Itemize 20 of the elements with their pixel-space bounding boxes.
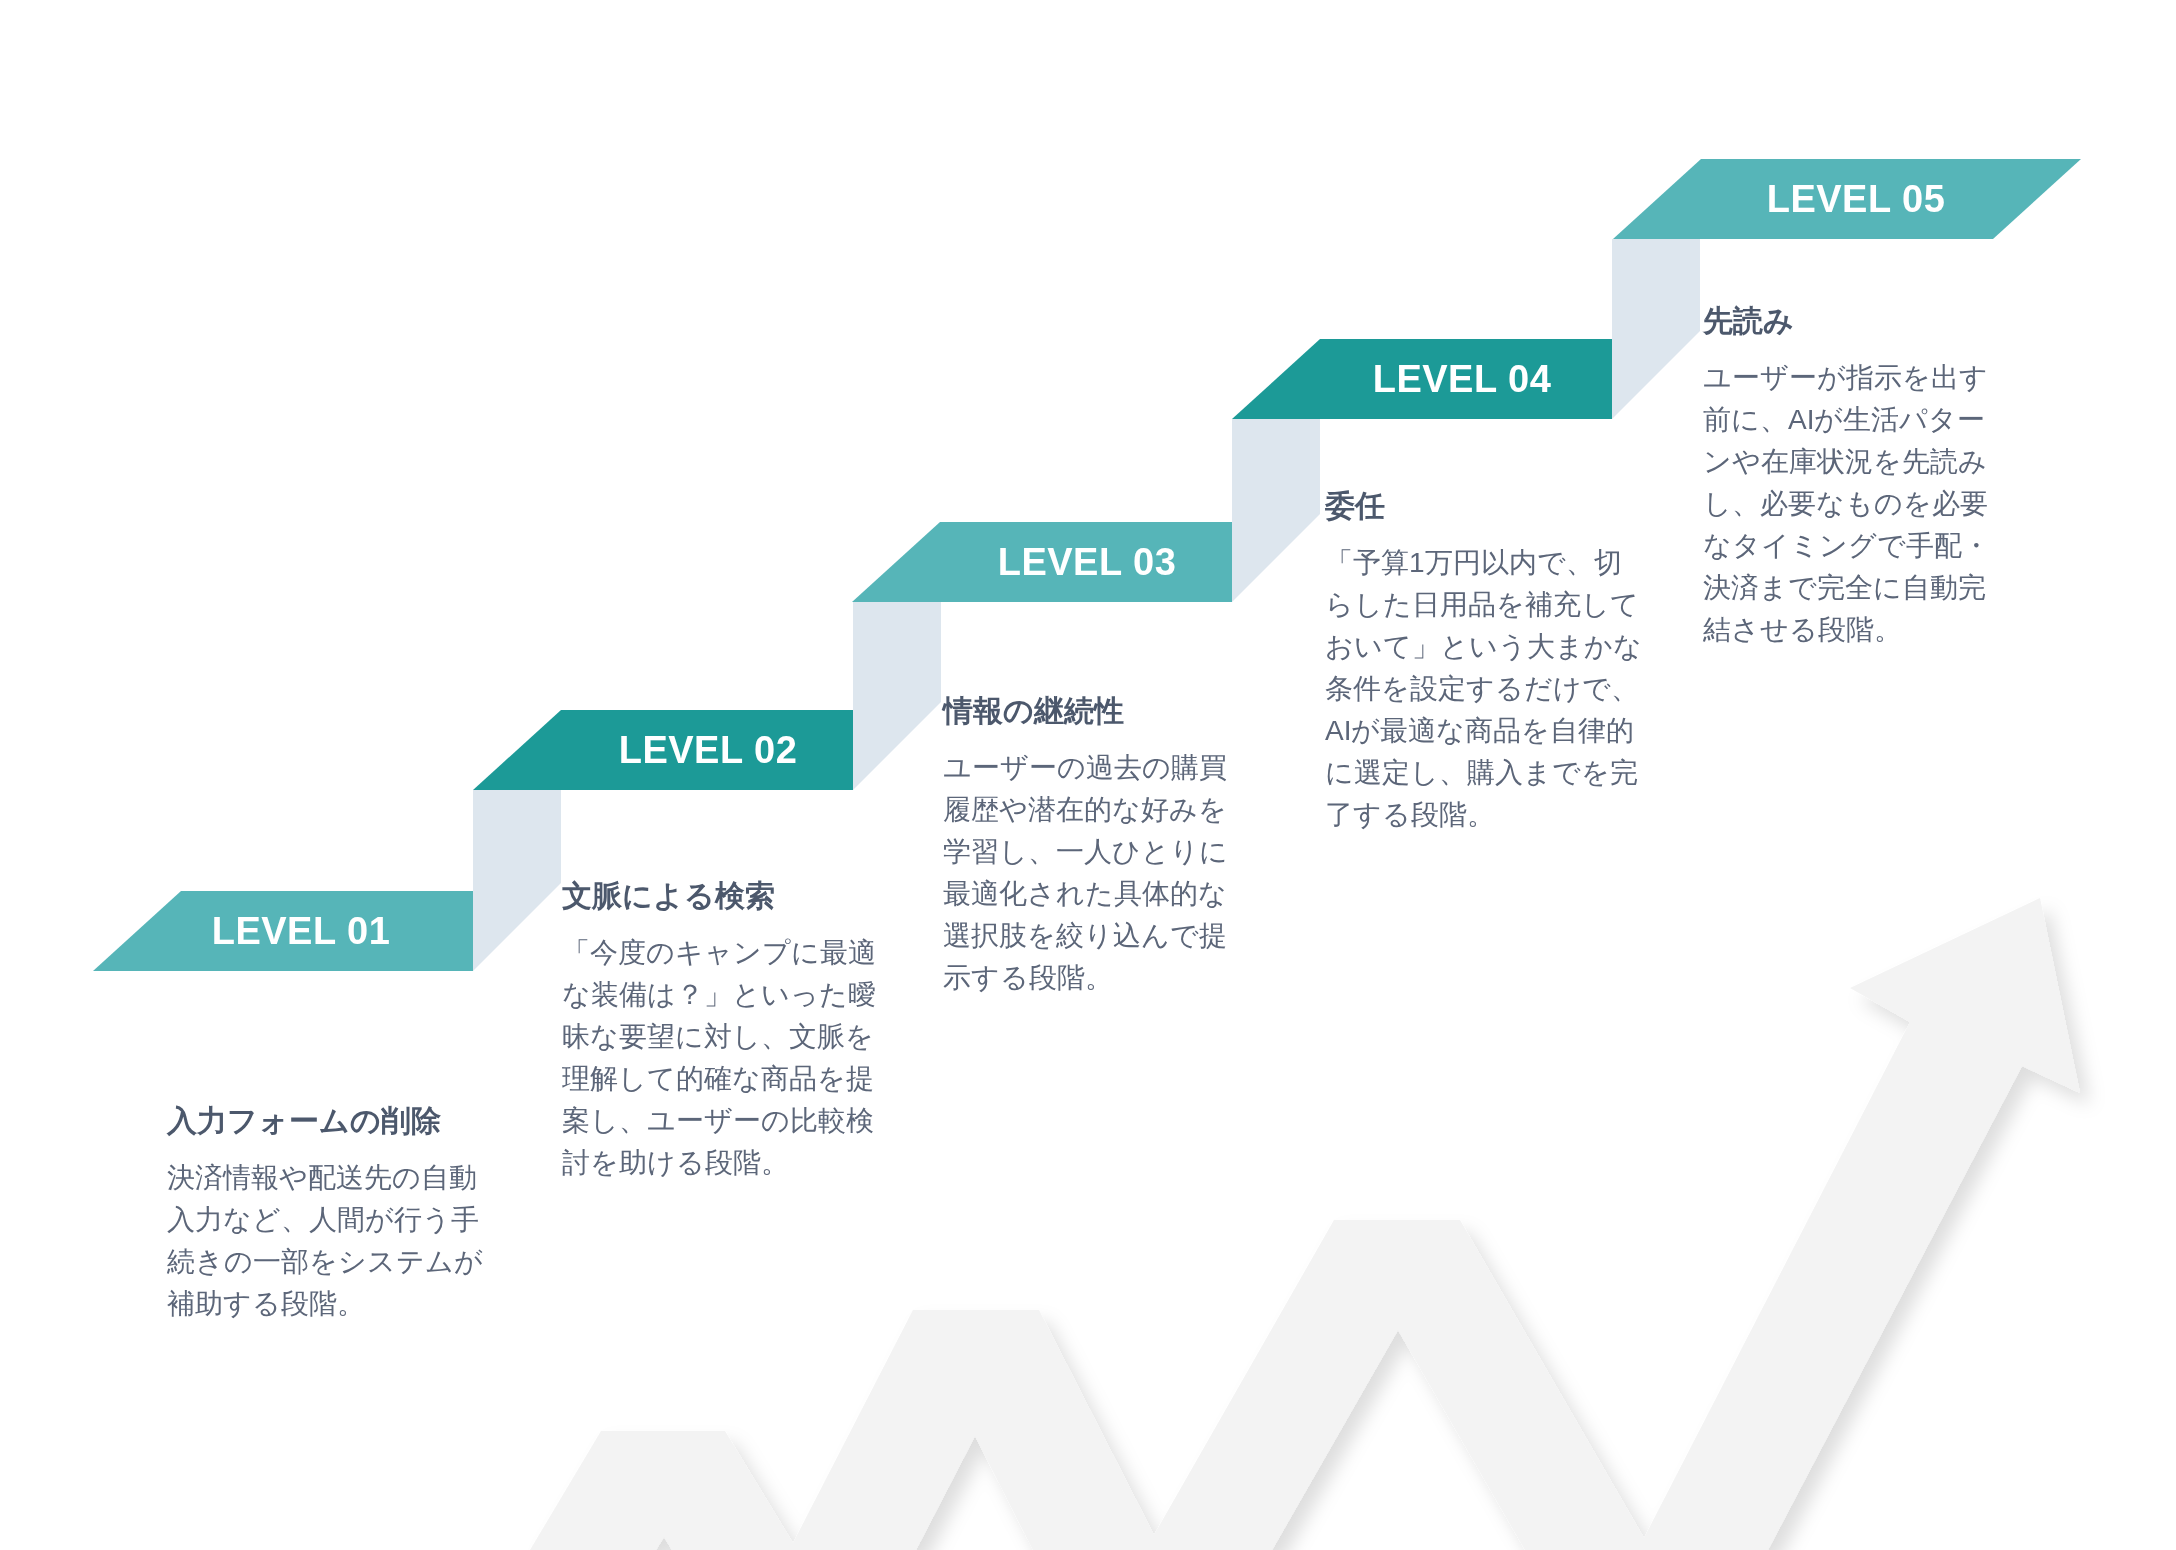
step-description: ユーザーが指示を出す前に、AIが生活パターンや在庫状況を先読みし、必要なものを必要なタイミングで手配・決済まで完全に自動完結させる段階。 xyxy=(1703,361,1991,647)
level-label: LEVEL 04 xyxy=(1372,360,1552,398)
level-step-banner xyxy=(93,891,473,971)
step-title: 文脈による検索 xyxy=(562,878,776,914)
level-step-banner xyxy=(1613,159,2081,239)
step-description: 「今度のキャンプに最適な装備は？」といった曖昧な要望に対し、文脈を理解して的確な商品を提案し、ユーザーの比較検討を助ける段階。 xyxy=(562,936,877,1180)
step-title: 情報の継続性 xyxy=(943,693,1125,729)
level-label: LEVEL 02 xyxy=(618,731,798,769)
level-step-banner xyxy=(852,522,1232,602)
level-label: LEVEL 03 xyxy=(997,543,1177,581)
step-title: 入力フォームの削除 xyxy=(167,1103,442,1139)
level-label: LEVEL 05 xyxy=(1766,180,1946,218)
step-title: 先読み xyxy=(1703,303,1795,339)
step-description: 「予算1万円以内で、切らした日用品を補充しておいて」という大まかな条件を設定するだけで、AIが最適な商品を自律的に選定し、購入までを完了する段階。 xyxy=(1325,546,1643,832)
step-description: ユーザーの過去の購買履歴や潜在的な好みを学習し、一人ひとりに最適化された具体的な選択肢を絞り込んで提示する段階。 xyxy=(943,751,1229,995)
level-step-banner xyxy=(473,710,853,790)
level-step-banner xyxy=(1232,339,1612,419)
step-title: 委任 xyxy=(1325,488,1386,524)
step-description: 決済情報や配送先の自動入力など、人間が行う手続きの一部をシステムが補助する段階。 xyxy=(167,1161,484,1321)
level-label: LEVEL 01 xyxy=(211,912,391,950)
